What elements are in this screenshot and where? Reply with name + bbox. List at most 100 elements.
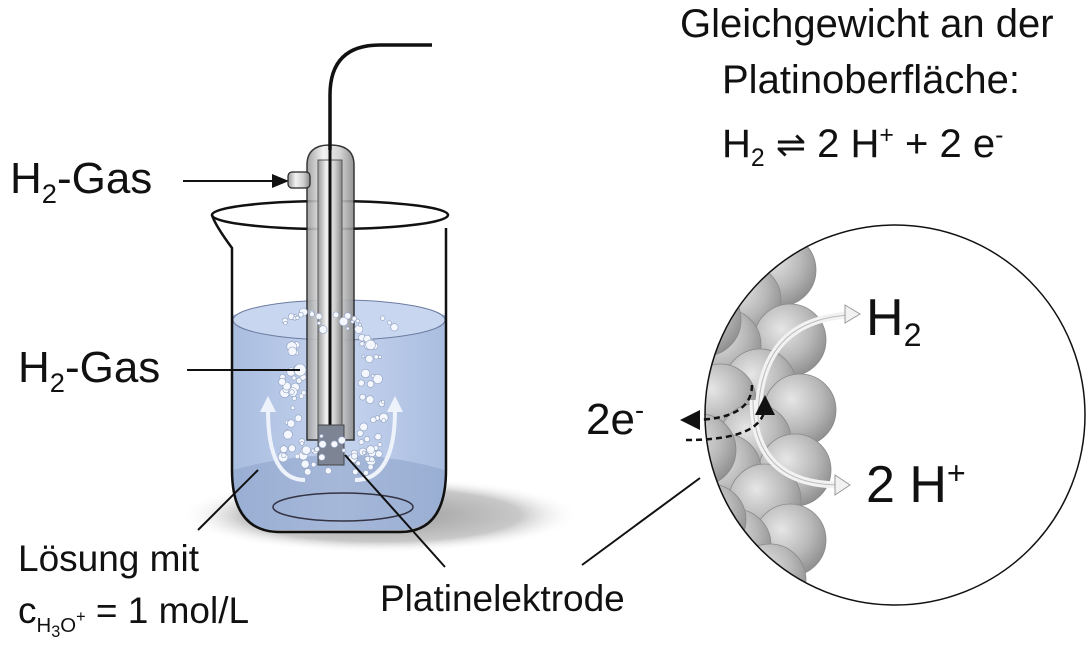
gas-bubble bbox=[341, 448, 346, 453]
eq-product1: 2 H bbox=[817, 122, 880, 166]
zoom-label-electrons: 2e- bbox=[586, 394, 645, 445]
conc-sub-h: H bbox=[36, 615, 52, 638]
gas-bubble bbox=[351, 315, 358, 322]
gas-bubble bbox=[291, 395, 297, 401]
arrow-h2-head bbox=[844, 304, 861, 324]
equilibrium-arrow-icon: ⇌ bbox=[775, 124, 806, 165]
gas-bubble bbox=[299, 441, 305, 446]
eq-product2-sup: - bbox=[995, 122, 1004, 150]
gas-bubble bbox=[352, 468, 359, 476]
gas-bubble bbox=[378, 354, 382, 359]
gas-bubble bbox=[318, 453, 326, 461]
gas-bubble bbox=[304, 468, 312, 476]
leader-electrode bbox=[344, 454, 446, 568]
eq-reactant: H bbox=[722, 122, 751, 166]
gas-bubble bbox=[381, 399, 385, 404]
gas-bubble bbox=[365, 339, 376, 351]
eq-product2: 2 e bbox=[939, 122, 996, 166]
gas-bubble bbox=[283, 321, 288, 326]
equilibrium-equation: H2 ⇌ 2 H+ + 2 e- bbox=[722, 122, 1004, 172]
gas-bubble bbox=[370, 374, 375, 378]
gas-bubble bbox=[365, 395, 375, 404]
flow-arrow-left-head bbox=[260, 396, 276, 412]
arrow-proton-head bbox=[834, 474, 851, 496]
gas-bubble bbox=[380, 315, 386, 321]
gas-bubble bbox=[319, 434, 324, 439]
gas-bubbles-main: H bbox=[18, 343, 50, 392]
beaker-base-ring bbox=[272, 492, 414, 522]
electrode-wire bbox=[328, 43, 432, 150]
gas-bubble bbox=[291, 375, 297, 381]
label-gas-bubbles: H2-Gas bbox=[18, 343, 160, 398]
gas-bubble bbox=[309, 311, 315, 317]
label-solution-line-2: cH3O+ = 1 mol/L bbox=[18, 590, 250, 641]
electron-path-1 bbox=[680, 384, 754, 430]
leader-gas-inlet-head bbox=[272, 174, 289, 188]
gas-bubble bbox=[361, 354, 366, 359]
gas-bubble bbox=[360, 368, 371, 379]
gas-bubble bbox=[359, 341, 365, 347]
platinum-atom bbox=[705, 413, 737, 487]
leader-solution bbox=[197, 469, 259, 531]
title-line-2: Platinoberfläche: bbox=[722, 58, 1020, 102]
zoom-protons-sup: + bbox=[946, 455, 966, 492]
gas-bubble bbox=[356, 429, 364, 437]
gas-bubble bbox=[359, 393, 366, 401]
platinum-atom bbox=[705, 483, 747, 557]
gas-bubble bbox=[318, 440, 327, 449]
gas-bubble bbox=[278, 377, 287, 386]
flow-arrow-right-head bbox=[387, 396, 403, 412]
gas-bubble bbox=[330, 440, 339, 448]
gas-bubble bbox=[298, 311, 304, 318]
zoom-electrons-main: 2e bbox=[586, 395, 635, 444]
gas-bubble bbox=[372, 373, 383, 384]
label-solution-line-1: Lösung mit bbox=[18, 538, 199, 579]
gas-bubble bbox=[301, 445, 311, 455]
gas-bubble bbox=[390, 323, 399, 332]
gas-bubble bbox=[295, 315, 300, 321]
gas-bubble bbox=[300, 459, 310, 469]
electron-path-2 bbox=[685, 395, 775, 442]
label-gas-inlet: H2-Gas bbox=[10, 154, 152, 209]
gas-bubble bbox=[354, 324, 364, 334]
gas-bubble bbox=[367, 464, 374, 471]
gas-bubble bbox=[288, 444, 296, 453]
gas-bubble bbox=[358, 439, 365, 445]
gas-bubble bbox=[294, 453, 300, 460]
eq-product1-sup: + bbox=[879, 122, 894, 150]
gas-inlet-sub: 2 bbox=[41, 177, 57, 209]
gas-bubble bbox=[351, 452, 358, 460]
gas-bubble bbox=[287, 346, 297, 356]
gas-bubble bbox=[345, 326, 350, 331]
eq-reactant-sub: 2 bbox=[750, 144, 765, 172]
gas-bubble bbox=[369, 456, 375, 463]
gas-inlet-main: H bbox=[10, 154, 42, 203]
gas-bubbles-sub: 2 bbox=[49, 366, 65, 398]
zoom-protons-main: 2 H bbox=[866, 456, 947, 514]
zoom-electrons-sup: - bbox=[634, 394, 645, 425]
gas-bubble bbox=[294, 414, 303, 422]
gas-bubble bbox=[337, 436, 346, 445]
eq-plus: + bbox=[904, 122, 929, 166]
gas-bubble bbox=[344, 312, 352, 320]
gas-bubble bbox=[387, 320, 392, 325]
gas-bubble bbox=[374, 433, 382, 441]
flow-arrow-right bbox=[354, 409, 397, 482]
gas-bubble bbox=[287, 419, 296, 428]
gas-bubble bbox=[363, 469, 369, 476]
title-line-1: Gleichgewicht an der bbox=[680, 2, 1054, 46]
gas-bubble bbox=[366, 380, 375, 388]
gas-bubble bbox=[279, 445, 288, 454]
beaker-glass bbox=[210, 214, 448, 534]
gas-bubble bbox=[310, 448, 315, 453]
gas-bubble bbox=[362, 450, 367, 455]
zoom-circle-outline bbox=[704, 224, 1086, 606]
conc-value: = 1 mol/L bbox=[95, 590, 250, 631]
gas-bubble bbox=[281, 452, 287, 459]
zoom-h2-main: H bbox=[866, 289, 904, 347]
conc-sub-3: 3 bbox=[51, 623, 61, 642]
conc-sup-plus: + bbox=[76, 608, 86, 627]
label-electrode: Platinelektrode bbox=[380, 578, 625, 619]
gas-bubble bbox=[315, 313, 323, 320]
